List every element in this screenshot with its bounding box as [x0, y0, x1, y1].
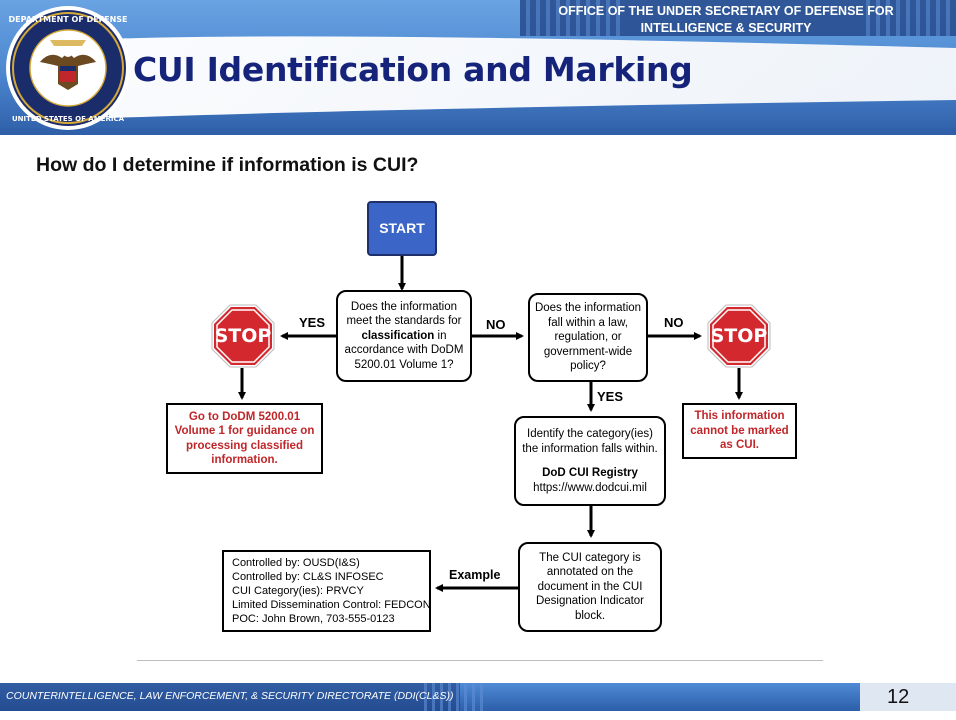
office-name: OFFICE OF THE UNDER SECRETARY OF DEFENSE… — [516, 3, 936, 37]
annotate-line-1: The CUI category is — [539, 551, 641, 564]
q2-line-1: Does the information — [534, 302, 642, 315]
left-result-line-2: Volume 1 for guidance on — [174, 425, 315, 437]
identify-category-box: Identify the category(ies) the informati… — [514, 416, 666, 506]
label-no-middle: NO — [486, 317, 506, 332]
annotate-line-3: document in the CUI — [537, 580, 643, 593]
label-no-right: NO — [664, 315, 684, 330]
cui-designation-example: Controlled by: OUSD(I&S) Controlled by: … — [222, 550, 431, 632]
annotate-line-4: Designation Indicator — [535, 595, 645, 608]
example-line-1: Controlled by: OUSD(I&S) — [232, 557, 360, 569]
stop-sign-right: STOP — [707, 304, 771, 368]
question-classification: Does the information meet the standards … — [336, 290, 472, 382]
q1-line-3-suffix: in — [434, 329, 447, 342]
example-line-4: Limited Dissemination Control: FEDCON — [232, 599, 431, 611]
svg-text:DEPARTMENT OF DEFENSE: DEPARTMENT OF DEFENSE — [8, 15, 127, 24]
page-number: 12 — [887, 686, 910, 708]
q1-line-5: 5200.01 Volume 1? — [354, 358, 454, 371]
q1-bold-term: classification — [361, 329, 435, 342]
footer-directorate: COUNTERINTELLIGENCE, LAW ENFORCEMENT, & … — [6, 690, 454, 702]
example-line-5: POC: John Brown, 703-555-0123 — [232, 613, 395, 625]
right-result-line-1: This information — [694, 410, 785, 423]
footer-banner — [0, 683, 956, 715]
dod-seal-icon: DEPARTMENT OF DEFENSE UNITED STATES OF A… — [6, 6, 130, 130]
footer-divider — [137, 660, 823, 661]
label-yes-left: YES — [299, 315, 326, 330]
right-result-line-2: cannot be marked — [690, 424, 789, 437]
identify-line-1: Identify the category(ies) — [527, 428, 653, 440]
annotate-line-2: annotated on the — [546, 566, 634, 579]
annotate-category-box: The CUI category is annotated on the doc… — [518, 542, 662, 632]
result-not-cui: This information cannot be marked as CUI… — [682, 403, 797, 459]
left-result-line-3: processing classified — [186, 439, 303, 452]
office-line-2: INTELLIGENCE & SECURITY — [640, 21, 812, 35]
stop-sign-left: STOP — [211, 304, 275, 368]
section-question: How do I determine if information is CUI… — [36, 154, 419, 176]
q2-line-2: fall within a law, — [548, 316, 628, 329]
registry-name: DoD CUI Registry — [542, 467, 638, 479]
svg-text:UNITED STATES OF AMERICA: UNITED STATES OF AMERICA — [12, 115, 125, 123]
stop-right-text: STOP — [710, 325, 768, 347]
question-law-regulation: Does the information fall within a law, … — [528, 293, 648, 382]
stop-sign-left-icon — [211, 304, 275, 368]
example-line-2: Controlled by: CL&S INFOSEC — [232, 571, 384, 583]
page-title: CUI Identification and Marking — [133, 50, 693, 89]
office-line-1: OFFICE OF THE UNDER SECRETARY OF DEFENSE… — [558, 4, 894, 18]
q2-line-4: government-wide — [543, 345, 633, 358]
stop-sign-right-icon — [707, 304, 771, 368]
q1-line-2: meet the standards for — [346, 315, 462, 328]
q2-line-3: regulation, or — [554, 331, 622, 344]
header-background: DEPARTMENT OF DEFENSE UNITED STATES OF A… — [0, 0, 956, 135]
label-example: Example — [449, 568, 501, 582]
q2-line-5: policy? — [570, 360, 606, 373]
q1-line-1: Does the information — [350, 300, 458, 313]
left-result-line-1: Go to DoDM 5200.01 — [188, 410, 301, 423]
annotate-line-5: block. — [574, 609, 606, 622]
result-classified-guidance: Go to DoDM 5200.01 Volume 1 for guidance… — [166, 403, 323, 474]
q1-line-4: accordance with DoDM — [344, 344, 464, 357]
footer-background — [0, 683, 956, 711]
header-banner: DEPARTMENT OF DEFENSE UNITED STATES OF A… — [0, 0, 956, 135]
registry-url[interactable]: https://www.dodcui.mil — [533, 481, 647, 494]
label-yes-down: YES — [597, 389, 624, 404]
right-result-line-3: as CUI. — [719, 439, 759, 452]
stop-left-text: STOP — [214, 325, 272, 347]
identify-line-2: the information falls within. — [522, 442, 658, 455]
left-result-line-4: information. — [211, 454, 278, 466]
start-node: START — [367, 201, 437, 256]
example-line-3: CUI Category(ies): PRVCY — [232, 585, 364, 597]
